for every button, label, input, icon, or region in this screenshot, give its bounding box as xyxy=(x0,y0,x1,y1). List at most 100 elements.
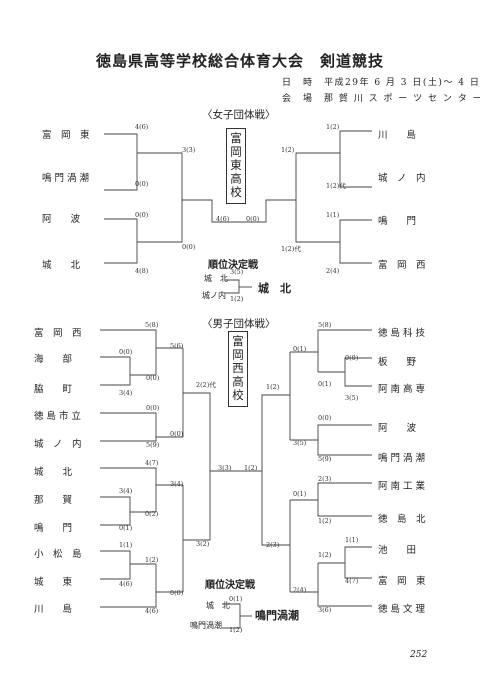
date-line: 日 時 平成29年 6 月 3 日(土)～ 4 日(日) xyxy=(282,78,480,88)
score-label: 0(0) xyxy=(170,430,184,438)
men-team: 池 田 xyxy=(378,545,417,556)
score-label: 2(4) xyxy=(293,586,307,594)
score-label: 5(9) xyxy=(146,441,160,449)
score-label: 1(2) xyxy=(244,464,258,472)
women-team: 城 北 xyxy=(42,260,81,271)
score-label: 1(2) xyxy=(229,626,243,634)
score-label: 1(2) xyxy=(230,295,244,303)
score-label: 1(1) xyxy=(326,211,340,219)
score-label: 3(2) xyxy=(196,540,210,548)
men-team: 徳 島 科 技 xyxy=(378,328,426,339)
score-label: 3(5) xyxy=(230,268,244,276)
score-label: 4(6) xyxy=(119,580,133,588)
score-label: 0(2) xyxy=(145,510,159,518)
placement-team: 城 北 xyxy=(206,601,230,610)
men-team: 徳 島 市 立 xyxy=(34,411,82,422)
men-team: 那 賀 xyxy=(34,495,73,506)
score-label: 4(6) xyxy=(216,215,230,223)
women-team: 富 岡 東 xyxy=(42,130,90,141)
women-team: 鳴 門 xyxy=(378,216,417,227)
men-team: 城 東 xyxy=(34,577,73,588)
women-team: 阿 波 xyxy=(42,214,81,225)
men-team: 鳴 門 xyxy=(34,523,73,534)
placement-result: 鳴門渦潮 xyxy=(255,609,299,622)
score-label: 0(1) xyxy=(229,595,243,603)
score-label: 1(2) xyxy=(318,517,332,525)
men-team: 板 野 xyxy=(378,357,417,368)
men-team: 徳 島 北 xyxy=(378,514,426,525)
score-label: 4(6) xyxy=(135,123,149,131)
page-number: 252 xyxy=(410,650,428,660)
score-label: 2(3) xyxy=(318,475,332,483)
men-team: 城 北 xyxy=(34,467,73,478)
women-team: 鳴 門 渦 潮 xyxy=(42,173,90,184)
score-label: 3(4) xyxy=(119,389,133,397)
score-label: 0(1) xyxy=(293,345,307,353)
score-label: 2(4) xyxy=(326,267,340,275)
score-label: 4(7) xyxy=(145,459,159,467)
score-label: 5(8) xyxy=(145,321,159,329)
placement-team: 城 北 xyxy=(204,274,228,283)
score-label: 1(2) xyxy=(318,551,332,559)
women-heading: 〈女子団体戦〉 xyxy=(202,109,276,121)
score-label: 0(0) xyxy=(246,215,260,223)
men-team: 海 部 xyxy=(34,354,73,365)
men-team: 川 島 xyxy=(34,604,73,615)
women-team: 富 岡 西 xyxy=(378,260,426,271)
score-label: 0(1) xyxy=(119,524,133,532)
men-team: 城 ノ 内 xyxy=(34,439,82,450)
score-label: 1(1) xyxy=(345,536,359,544)
score-label: 4(7) xyxy=(345,577,359,585)
score-label: 0(0) xyxy=(146,404,160,412)
men-team: 鳴 門 渦 潮 xyxy=(378,453,426,464)
score-label: 1(2)代 xyxy=(326,182,346,190)
score-label: 0(0) xyxy=(170,589,184,597)
score-label: 3(6) xyxy=(318,606,332,614)
men-team: 富 岡 西 xyxy=(34,328,82,339)
men-team: 徳 島 文 理 xyxy=(378,604,426,615)
score-label: 0(0) xyxy=(146,374,160,382)
score-label: 3(5) xyxy=(293,439,307,447)
venue-line: 会 場 那 賀 川 ス ポ ー ツ セ ン タ ー xyxy=(282,94,480,104)
score-label: 3(4) xyxy=(119,487,133,495)
score-label: 1(2) xyxy=(326,123,340,131)
women-placement-heading: 順位決定戦 xyxy=(208,260,258,271)
score-label: 3(3) xyxy=(218,464,232,472)
men-heading: 〈男子団体戦〉 xyxy=(202,318,276,330)
score-label: 2(2)代 xyxy=(196,381,216,389)
score-label: 1(1) xyxy=(119,541,133,549)
placement-team: 城ノ内 xyxy=(202,291,226,300)
score-label: 3(4) xyxy=(170,480,184,488)
score-label: 0(0) xyxy=(135,211,149,219)
men-placement-heading: 順位決定戦 xyxy=(205,580,255,591)
score-label: 1(2) xyxy=(281,146,295,154)
women-team: 城 ノ 内 xyxy=(378,173,426,184)
score-label: 5(6) xyxy=(170,342,184,350)
score-label: 0(0) xyxy=(318,414,332,422)
men-team: 小 松 島 xyxy=(34,549,82,560)
score-label: 3(5) xyxy=(345,394,359,402)
score-label: 0(0) xyxy=(119,348,133,356)
score-label: 1(2)代 xyxy=(281,245,301,253)
score-label: 0(1) xyxy=(293,490,307,498)
score-label: 1(2) xyxy=(266,383,280,391)
score-label: 4(8) xyxy=(135,267,149,275)
score-label: 0(0) xyxy=(182,243,196,251)
score-label: 1(2) xyxy=(145,556,159,564)
men-team: 富 岡 東 xyxy=(378,576,426,587)
page-title: 徳島県高等学校総合体育大会 剣道競技 xyxy=(95,52,384,70)
placement-result: 城 北 xyxy=(258,282,291,295)
men-team: 阿 波 xyxy=(378,423,417,434)
men-team: 阿 南 工 業 xyxy=(378,481,426,492)
score-label: 0(0) xyxy=(135,180,149,188)
placement-team: 鳴門渦潮 xyxy=(190,621,222,630)
score-label: 3(3) xyxy=(182,146,196,154)
score-label: 0(1) xyxy=(318,380,332,388)
men-champion: 富岡西高校 xyxy=(228,331,248,407)
score-label: 5(9) xyxy=(318,455,332,463)
women-champion: 富岡東高校 xyxy=(226,128,246,204)
score-label: 4(6) xyxy=(145,607,159,615)
women-team: 川 島 xyxy=(378,130,417,141)
men-team: 脇 町 xyxy=(34,384,73,395)
